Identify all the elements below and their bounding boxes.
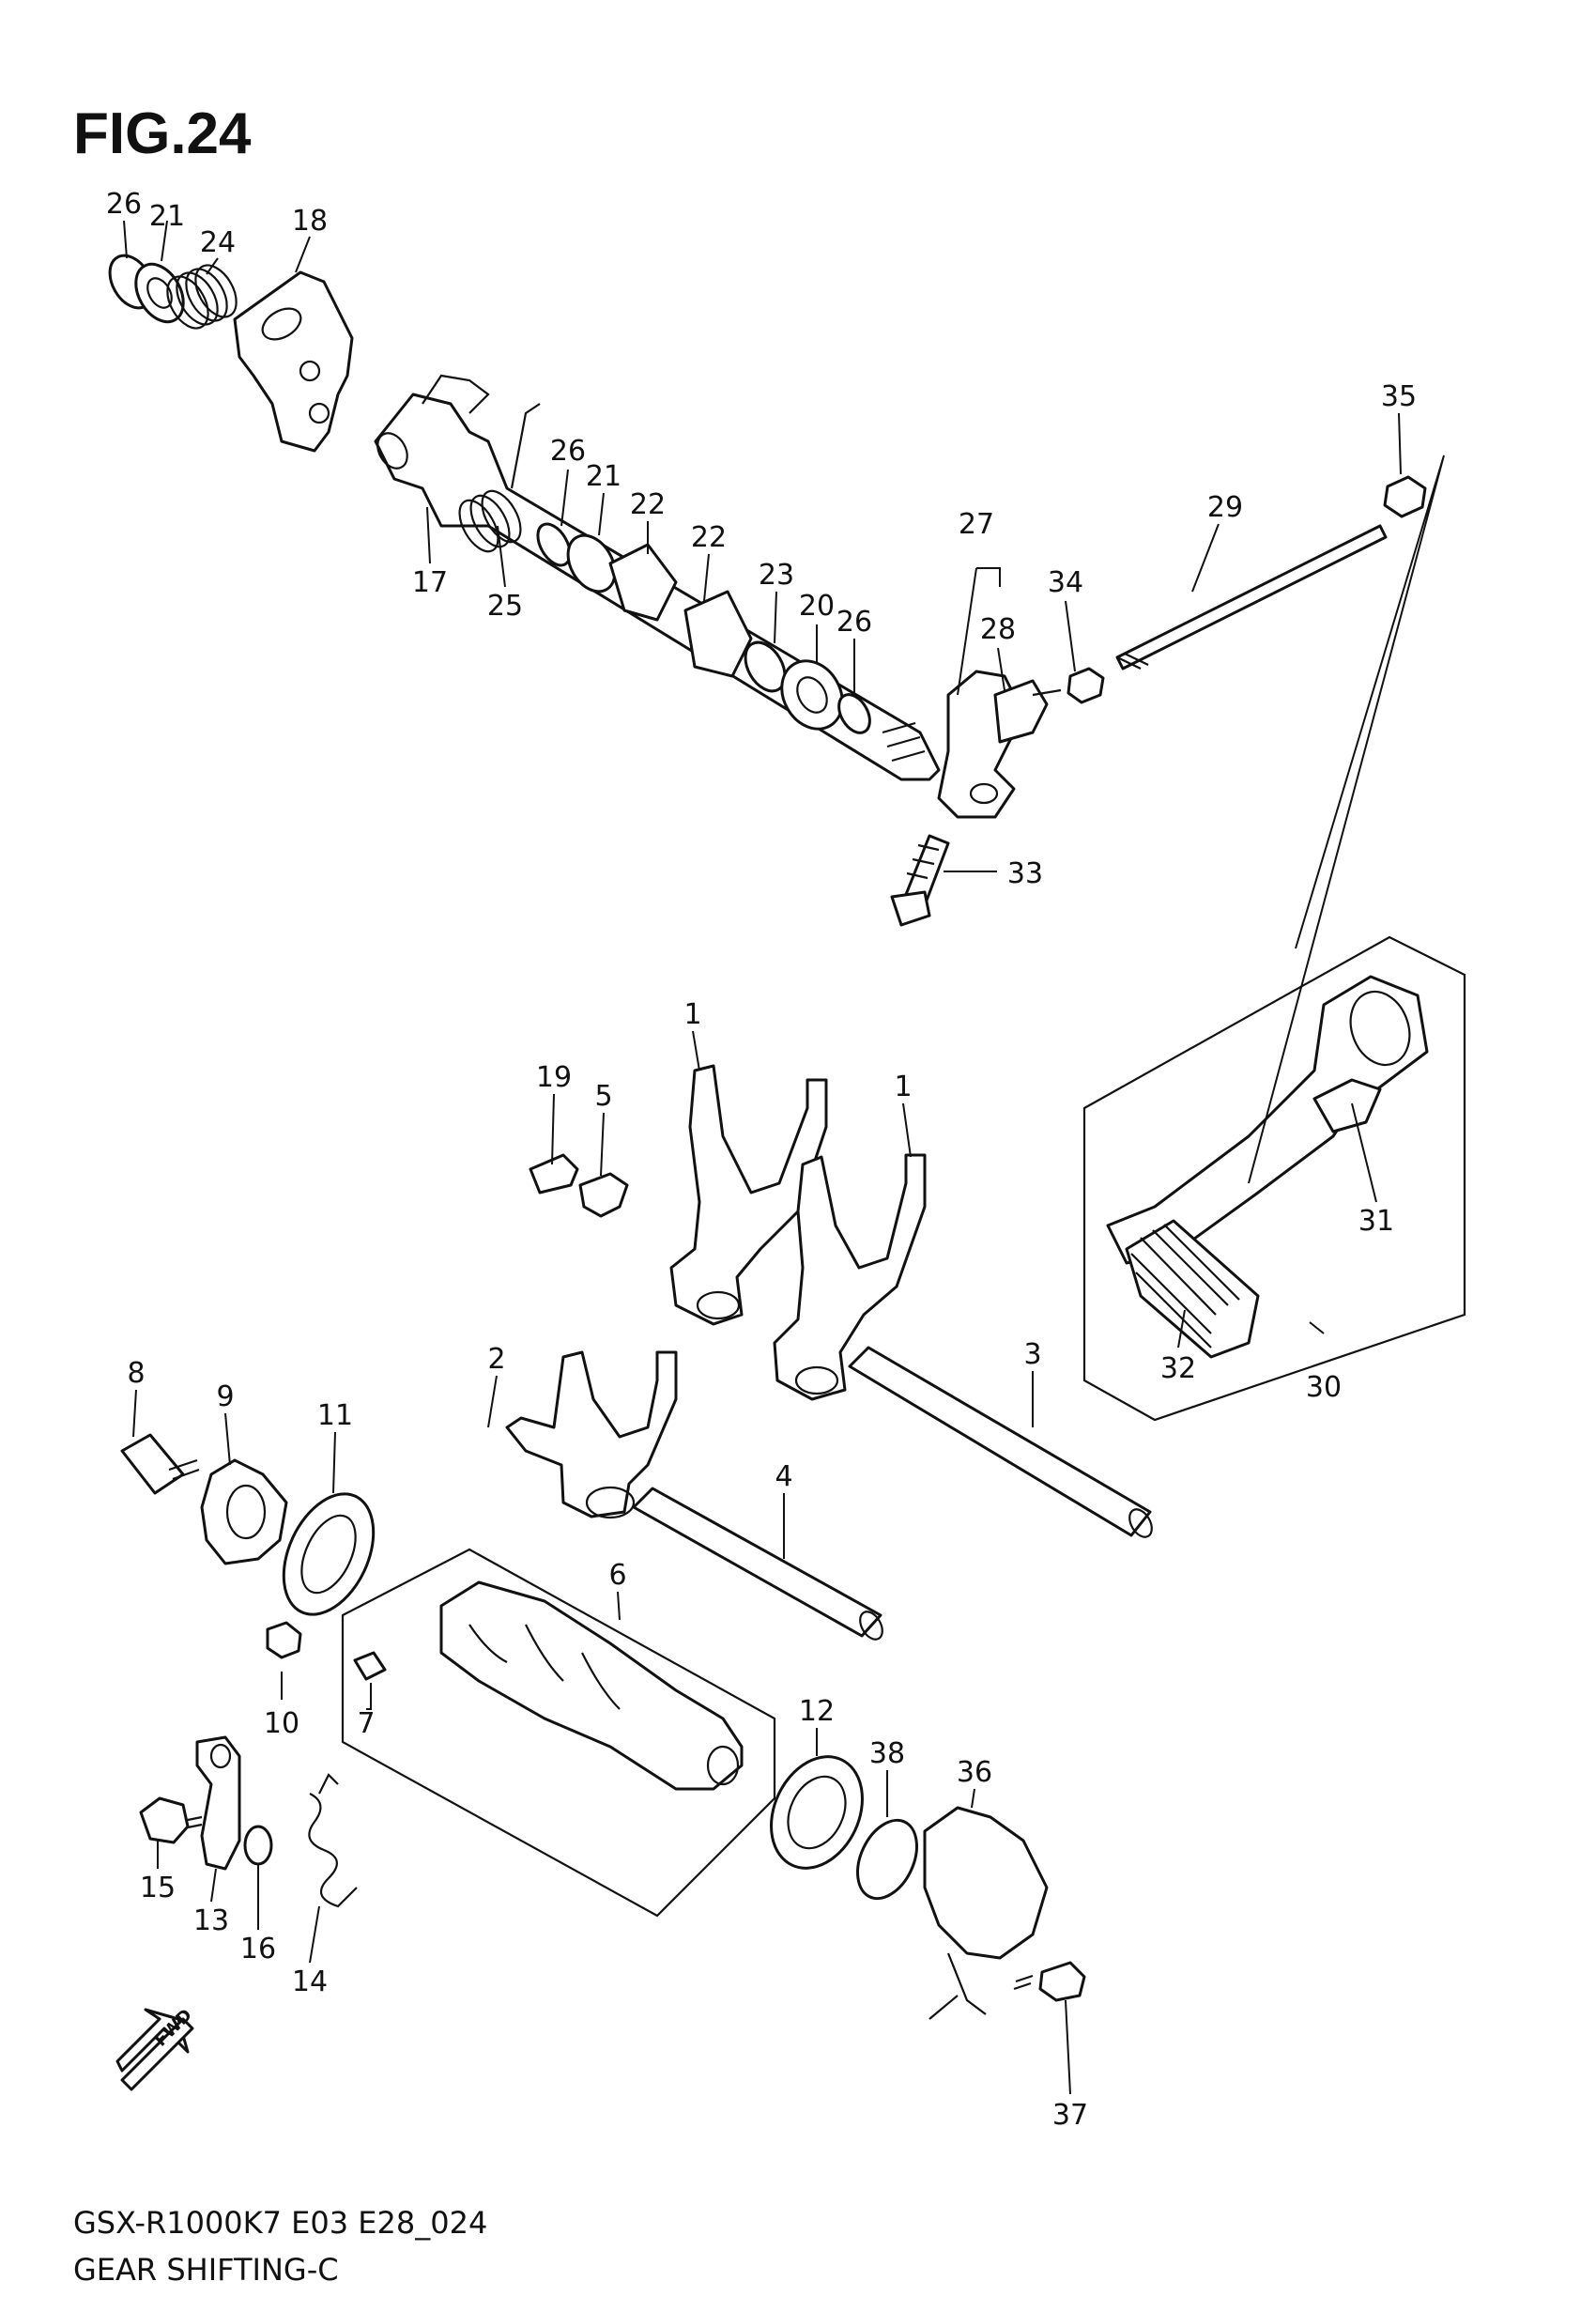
- callout-5: 5: [594, 1080, 612, 1113]
- bearing-11: [282, 1492, 376, 1616]
- leader-lines: [123, 220, 1402, 2095]
- gear-position-switch-36: [923, 1806, 1049, 1960]
- callout-18: 18: [292, 205, 328, 238]
- callout-35: 35: [1381, 380, 1417, 413]
- bolt-10: [266, 1621, 302, 1659]
- callout-labels: 26 21 24 18 17 25 26 21 22 22 23 20 26 2…: [106, 188, 1417, 2132]
- callout-38: 38: [869, 1737, 905, 1770]
- stopper-arm-13: [195, 1735, 241, 1871]
- fwd-arrow-icon: FWD: [115, 2005, 196, 2091]
- callout-29: 29: [1207, 491, 1243, 524]
- circlip-26-b: [536, 522, 572, 567]
- bushing-23: [744, 640, 787, 693]
- callout-30: 30: [1306, 1371, 1342, 1404]
- pin-8: [120, 1433, 185, 1495]
- cam-stopper-plate-9: [200, 1458, 288, 1565]
- collar-22-a: [608, 543, 678, 622]
- callout-10: 10: [264, 1707, 299, 1740]
- callout-6: 6: [608, 1559, 626, 1592]
- cam-stopper-group: [120, 1433, 376, 1659]
- callout-37: 37: [1052, 2099, 1088, 2132]
- callout-26-b: 26: [550, 435, 586, 468]
- gearshift-cam-group: [341, 1548, 776, 1918]
- callout-26: 26: [106, 188, 142, 221]
- callout-13: 13: [193, 1904, 229, 1937]
- callout-24: 24: [200, 226, 236, 259]
- callout-27: 27: [959, 508, 994, 541]
- callout-31: 31: [1358, 1205, 1394, 1238]
- fork-shaft-3: [848, 1346, 1152, 1537]
- callout-2: 2: [487, 1343, 505, 1376]
- shift-forks: [505, 1064, 927, 1519]
- callout-32: 32: [1160, 1352, 1196, 1385]
- callout-15: 15: [140, 1872, 176, 1904]
- figure-title: FIG.24: [73, 101, 252, 166]
- bolt-15: [139, 1796, 190, 1844]
- gearshift-lever-assembly: [1082, 935, 1466, 1422]
- gearshift-cam-6: [439, 1580, 744, 1791]
- bolt-31: [1312, 1078, 1382, 1133]
- washer-20: [780, 659, 844, 731]
- callout-7: 7: [357, 1707, 375, 1740]
- gearshift-arm-30: [1106, 975, 1429, 1265]
- spring-25: [458, 403, 541, 553]
- model-code: GSX-R1000K7 E03 E28_024: [73, 2205, 487, 2241]
- gearshift-rod-29: [1115, 524, 1388, 670]
- joint-28: [993, 679, 1049, 744]
- callout-33: 33: [1007, 857, 1043, 890]
- callout-22-b: 22: [691, 521, 727, 554]
- callout-25: 25: [487, 590, 523, 623]
- callout-20: 20: [799, 590, 835, 623]
- spring-14: [308, 1773, 358, 1908]
- callout-19: 19: [536, 1061, 572, 1094]
- shift-fork-1-b: [773, 1153, 927, 1401]
- callout-16: 16: [240, 1933, 276, 1965]
- washer-16: [243, 1825, 273, 1866]
- shift-shaft-assembly: [108, 254, 1427, 927]
- cam-box: [341, 1548, 776, 1918]
- callout-1-a: 1: [683, 998, 701, 1031]
- callout-4: 4: [775, 1460, 792, 1493]
- plate-18: [233, 270, 354, 453]
- callout-23: 23: [759, 559, 794, 592]
- lever-box-30: [1082, 935, 1466, 1422]
- callout-21-b: 21: [586, 460, 622, 493]
- pin-7: [353, 1651, 387, 1681]
- callout-12: 12: [799, 1695, 835, 1728]
- shift-fork-2: [505, 1350, 678, 1518]
- footrest-rubber-32: [1125, 1219, 1260, 1359]
- callout-21: 21: [149, 200, 185, 233]
- fork-shaft-4: [632, 1487, 882, 1638]
- callout-1-b: 1: [894, 1071, 912, 1103]
- callout-9: 9: [216, 1380, 234, 1413]
- spring-24: [166, 264, 238, 330]
- callout-34: 34: [1048, 566, 1083, 599]
- nut-34: [1067, 667, 1105, 704]
- nut-35: [1383, 475, 1427, 518]
- callout-28: 28: [980, 613, 1016, 646]
- circlip-26-c: [837, 693, 871, 734]
- stopper-5: [578, 1172, 629, 1218]
- bolt-37: [1038, 1961, 1086, 2002]
- callout-3: 3: [1023, 1338, 1041, 1371]
- washer-21-b: [566, 533, 617, 593]
- callout-22-a: 22: [630, 488, 666, 521]
- bolt-19: [529, 1153, 579, 1195]
- lower-parts-group: [139, 1735, 1086, 2020]
- o-ring-38: [856, 1818, 918, 1901]
- shift-fork-1-a: [669, 1064, 828, 1326]
- callout-17: 17: [412, 566, 448, 599]
- callout-11: 11: [317, 1399, 353, 1432]
- figure-caption: GEAR SHIFTING-C: [73, 2252, 339, 2288]
- callout-8: 8: [127, 1357, 145, 1390]
- callout-36: 36: [957, 1756, 992, 1789]
- callout-26-c: 26: [836, 606, 872, 639]
- callout-14: 14: [292, 1965, 328, 1998]
- collar-22-b: [683, 590, 753, 678]
